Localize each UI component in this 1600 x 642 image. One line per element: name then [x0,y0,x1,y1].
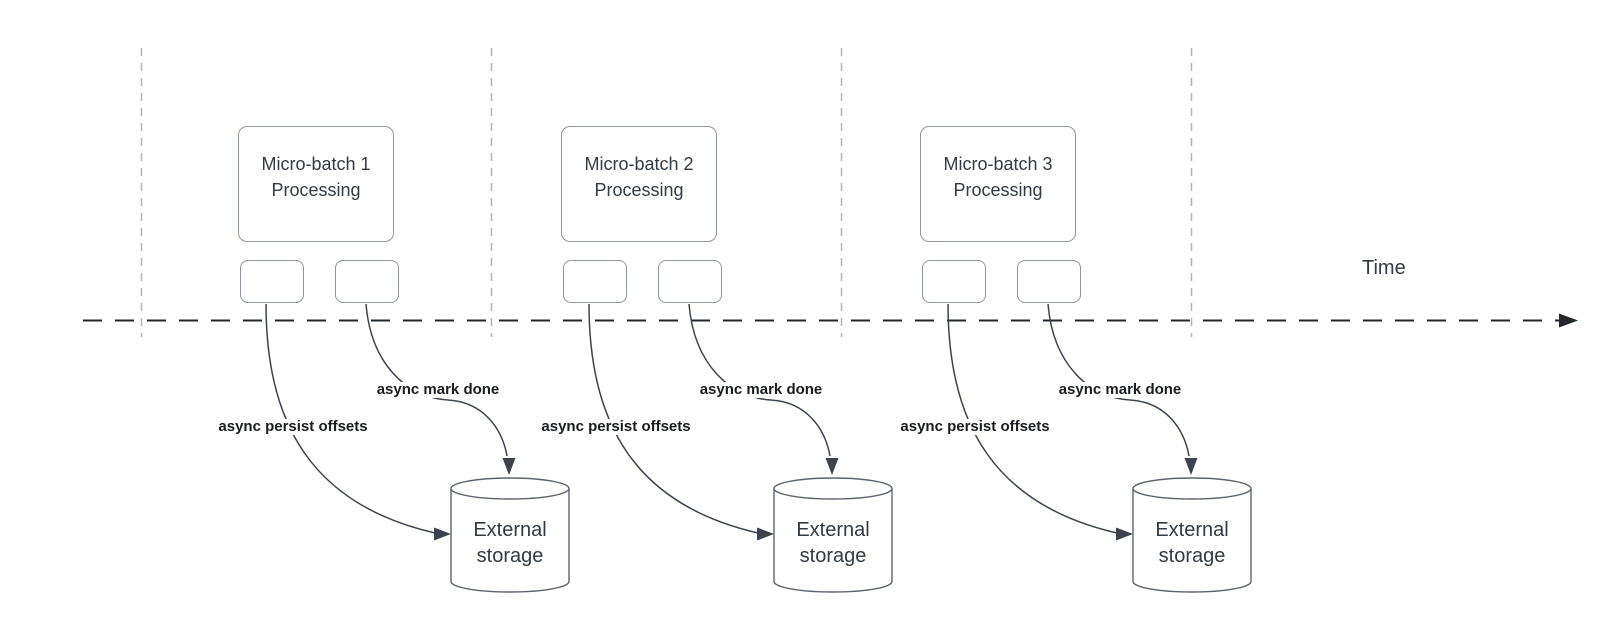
micro-batch-box-title: Micro-batch 3 Processing [943,154,1053,200]
mark-done-arrowhead-icon [1184,458,1198,475]
persist-task-rect [563,260,627,303]
storage-cylinder-top [773,477,893,500]
mark-done-arrow [688,303,831,457]
time-axis-label: Time [1362,257,1406,279]
micro-batch-group: Micro-batch 2 Processing async persist o… [538,0,901,642]
micro-batch-group: Micro-batch 3 Processing async persist o… [897,0,1260,642]
storage-label: External storage [796,519,870,567]
mark-done-arrow [365,303,508,457]
mark-done-label: async mark done [373,382,503,398]
persist-task-rect [240,260,304,303]
micro-batch-group: Micro-batch 1 Processing async persist o… [215,0,578,642]
micro-batch-box-title: Micro-batch 2 Processing [584,154,694,200]
mark-done-arrow [1047,303,1190,457]
micro-batch-box: Micro-batch 3 Processing [920,126,1076,242]
persist-offsets-arrowhead-icon [434,527,451,541]
persist-task-rect [922,260,986,303]
mark-done-arrowhead-icon [502,458,516,475]
time-axis-arrowhead-icon [1559,313,1578,328]
mark-done-task-rect [1017,260,1081,303]
storage-cylinder-top [450,477,570,500]
mark-done-label: async mark done [696,382,826,398]
mark-done-task-rect [335,260,399,303]
micro-batch-box: Micro-batch 2 Processing [561,126,717,242]
storage-label: External storage [473,519,547,567]
storage-label: External storage [1155,519,1229,567]
persist-offsets-label: async persist offsets [897,419,1053,435]
mark-done-arrowhead-icon [825,458,839,475]
persist-offsets-label: async persist offsets [538,419,694,435]
micro-batch-box-title: Micro-batch 1 Processing [261,154,371,200]
mark-done-task-rect [658,260,722,303]
persist-offsets-arrowhead-icon [757,527,774,541]
mark-done-label: async mark done [1055,382,1185,398]
micro-batch-box: Micro-batch 1 Processing [238,126,394,242]
persist-offsets-arrowhead-icon [1116,527,1133,541]
storage-cylinder-top [1132,477,1252,500]
persist-offsets-label: async persist offsets [215,419,371,435]
